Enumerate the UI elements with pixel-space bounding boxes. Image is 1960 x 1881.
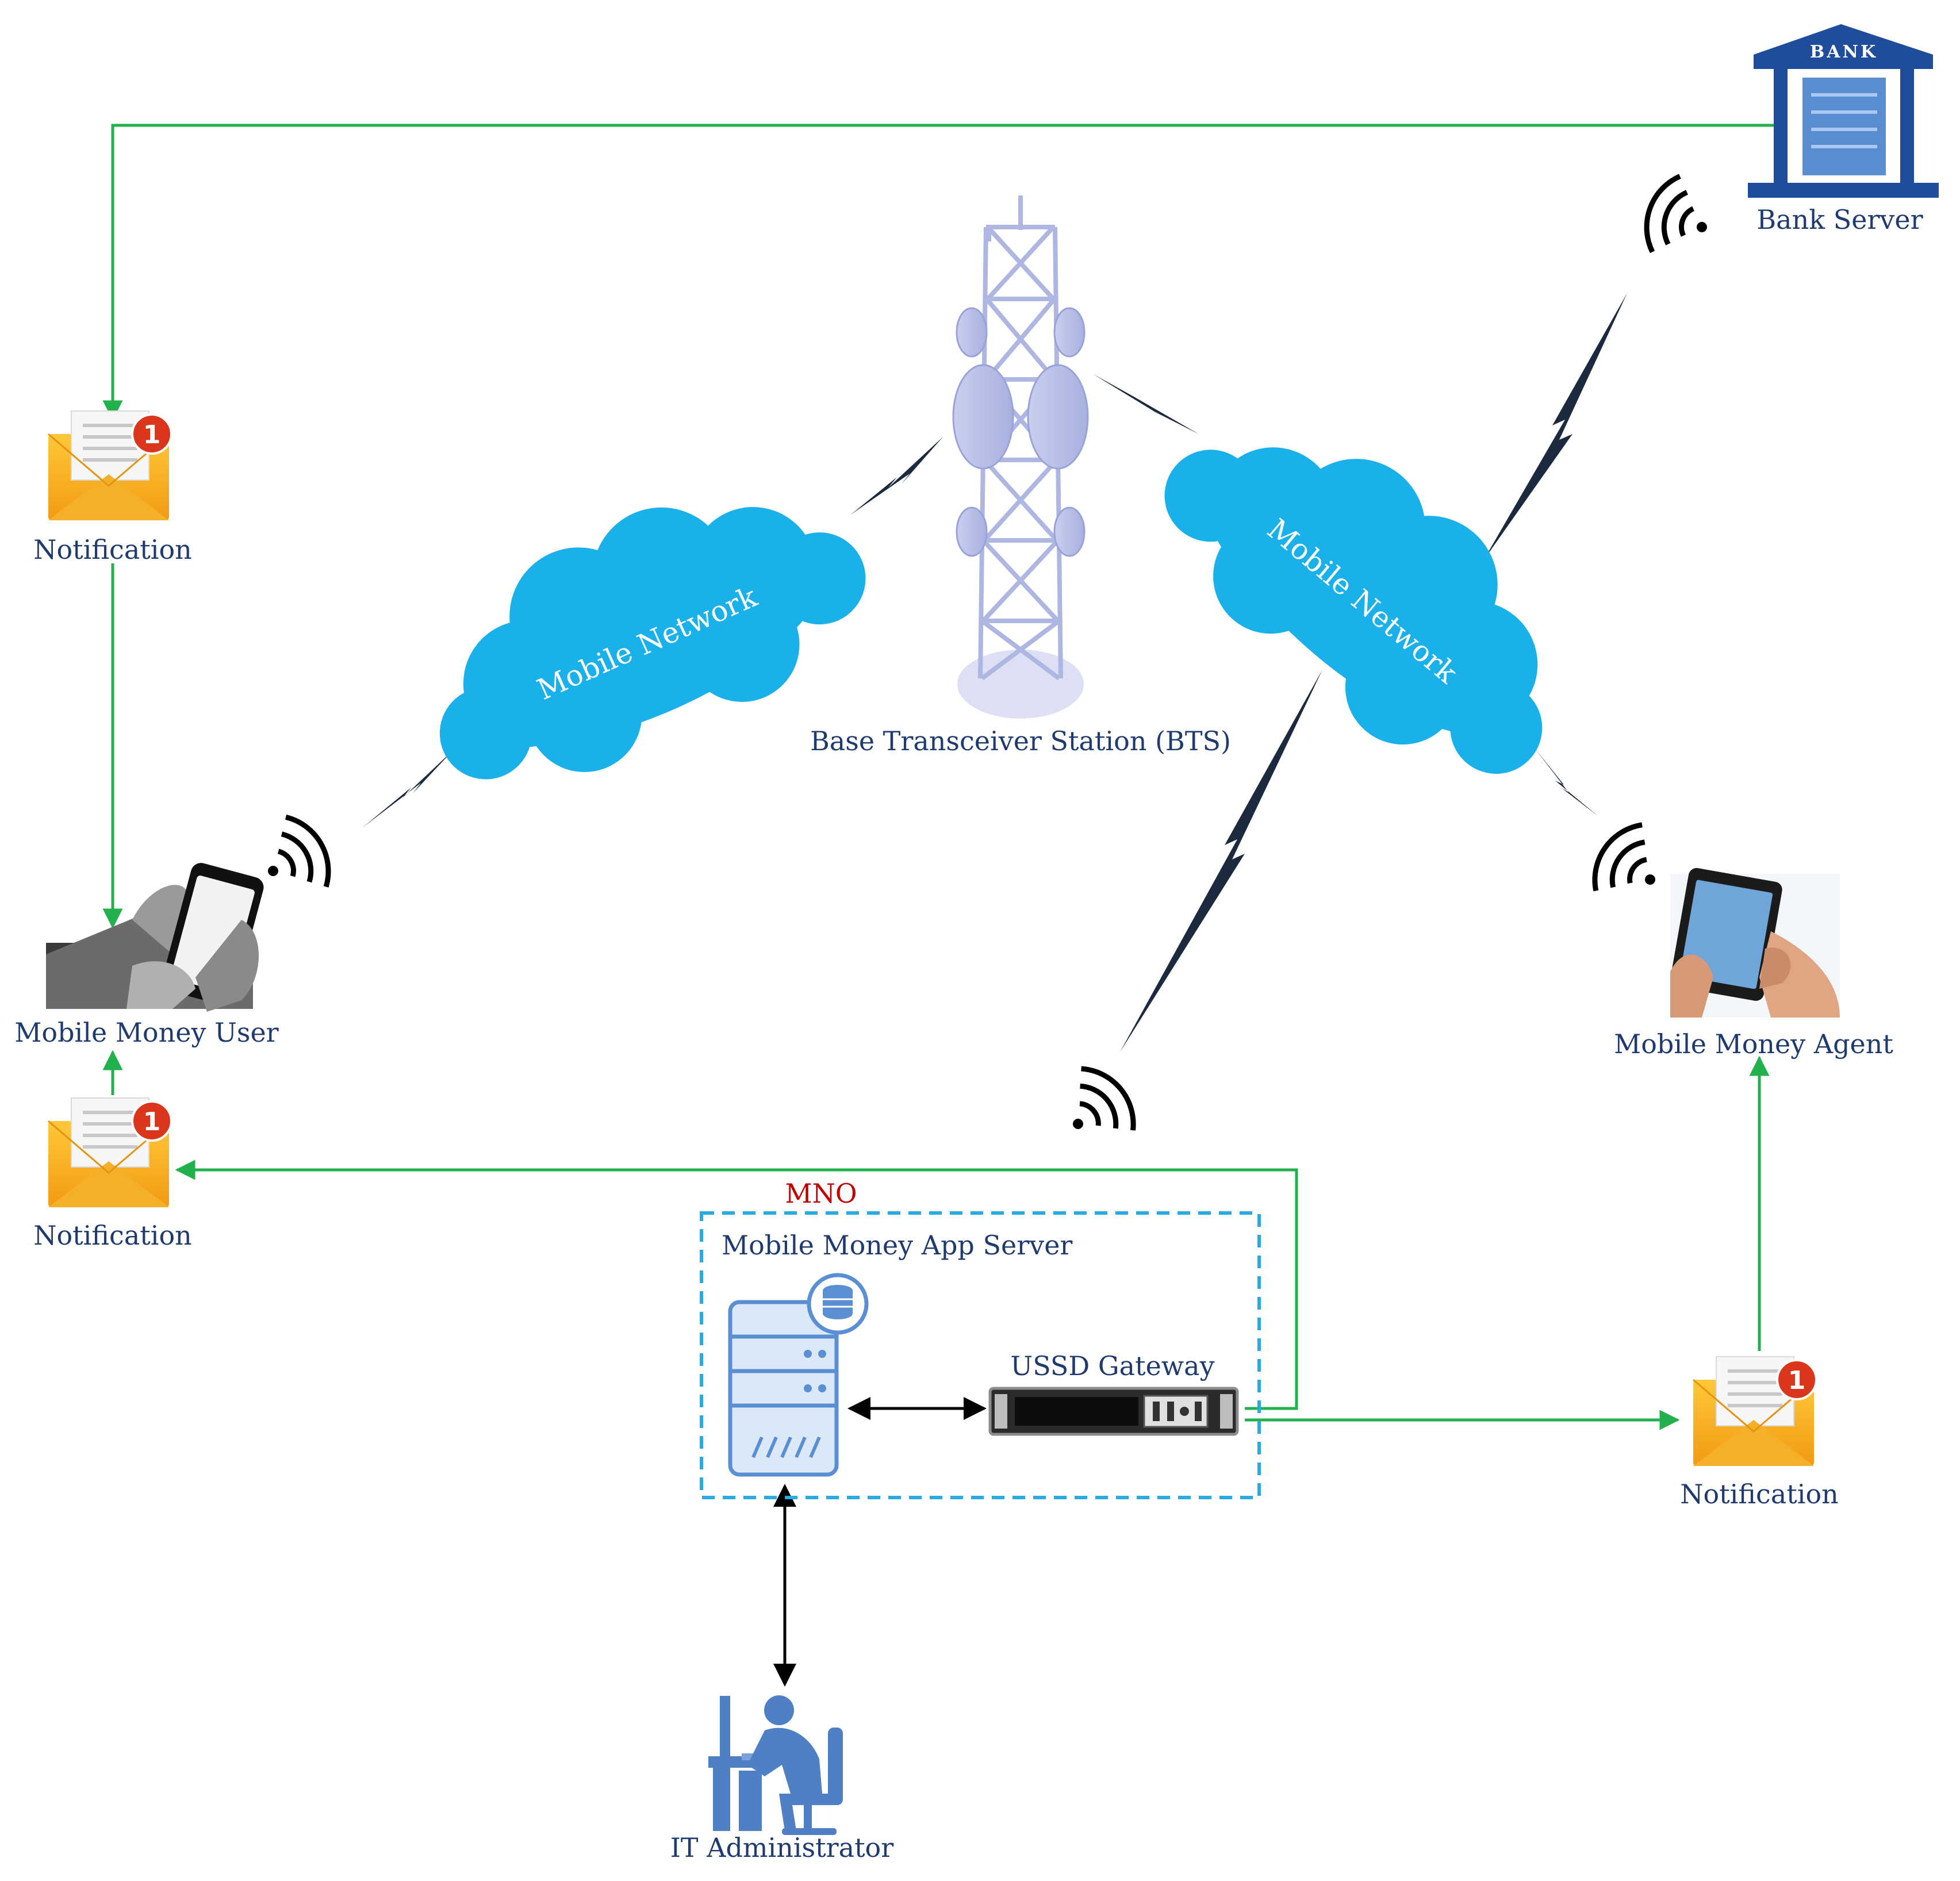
lightning-cloud-agent xyxy=(1534,747,1598,816)
notification-right-label: Notification xyxy=(1680,1479,1839,1510)
app-server-icon xyxy=(728,1273,869,1477)
ussd-gateway-device-icon xyxy=(988,1387,1239,1436)
mobile-money-user-phone-icon xyxy=(46,863,264,1012)
bank-building-icon: BANK xyxy=(1748,24,1939,198)
wifi-agent-icon xyxy=(1582,815,1677,916)
lightning-cloud-bts xyxy=(851,437,943,515)
mno-label: MNO xyxy=(785,1178,857,1209)
bts-tower-icon xyxy=(952,195,1089,719)
it-administrator-label: IT Administrator xyxy=(670,1832,893,1863)
lightning-cloud-mno xyxy=(1120,670,1322,1052)
mobile-network-cloud-left: Mobile Network xyxy=(439,506,866,780)
bank-server-label: Bank Server xyxy=(1756,204,1923,235)
app-server-label: Mobile Money App Server xyxy=(722,1230,1072,1261)
mno-boundary-box xyxy=(700,1211,1261,1499)
gateway-to-user-notification-line xyxy=(175,1160,1298,1410)
bank-sign: BANK xyxy=(1810,42,1878,62)
mobile-money-agent-label: Mobile Money Agent xyxy=(1614,1028,1893,1059)
it-administrator-icon xyxy=(708,1695,843,1835)
notification-mid-label: Notification xyxy=(33,1220,192,1251)
bts-label: Base Transceiver Station (BTS) xyxy=(810,725,1231,757)
notification-top-label: Notification xyxy=(33,534,192,565)
lightning-bank-cloud xyxy=(1483,293,1627,561)
lightning-links xyxy=(362,293,1627,1052)
notification-envelope-icon-top: 1 xyxy=(48,411,171,520)
wifi-mno-icon xyxy=(1048,1058,1146,1158)
ussd-gateway-label: USSD Gateway xyxy=(1010,1350,1214,1381)
lightning-user-cloud xyxy=(362,750,453,828)
notification-envelope-icon-mid: 1 xyxy=(48,1098,171,1207)
mobile-money-agent-phone-icon xyxy=(1670,867,1840,1018)
wifi-bank-icon xyxy=(1636,170,1720,266)
notification-envelope-icon-right: 1 xyxy=(1693,1357,1816,1466)
wifi-user-icon xyxy=(248,808,341,908)
notification-badge-top: 1 xyxy=(143,420,161,450)
notification-flow-lines xyxy=(102,124,1777,1430)
mobile-money-user-label: Mobile Money User xyxy=(14,1017,278,1048)
lightning-bts-cloud xyxy=(1092,374,1199,434)
notification-badge-right: 1 xyxy=(1788,1366,1806,1395)
mobile-network-cloud-right: Mobile Network xyxy=(1164,447,1543,774)
notification-badge-mid: 1 xyxy=(143,1107,161,1137)
bank-to-notification-line xyxy=(102,124,1777,421)
